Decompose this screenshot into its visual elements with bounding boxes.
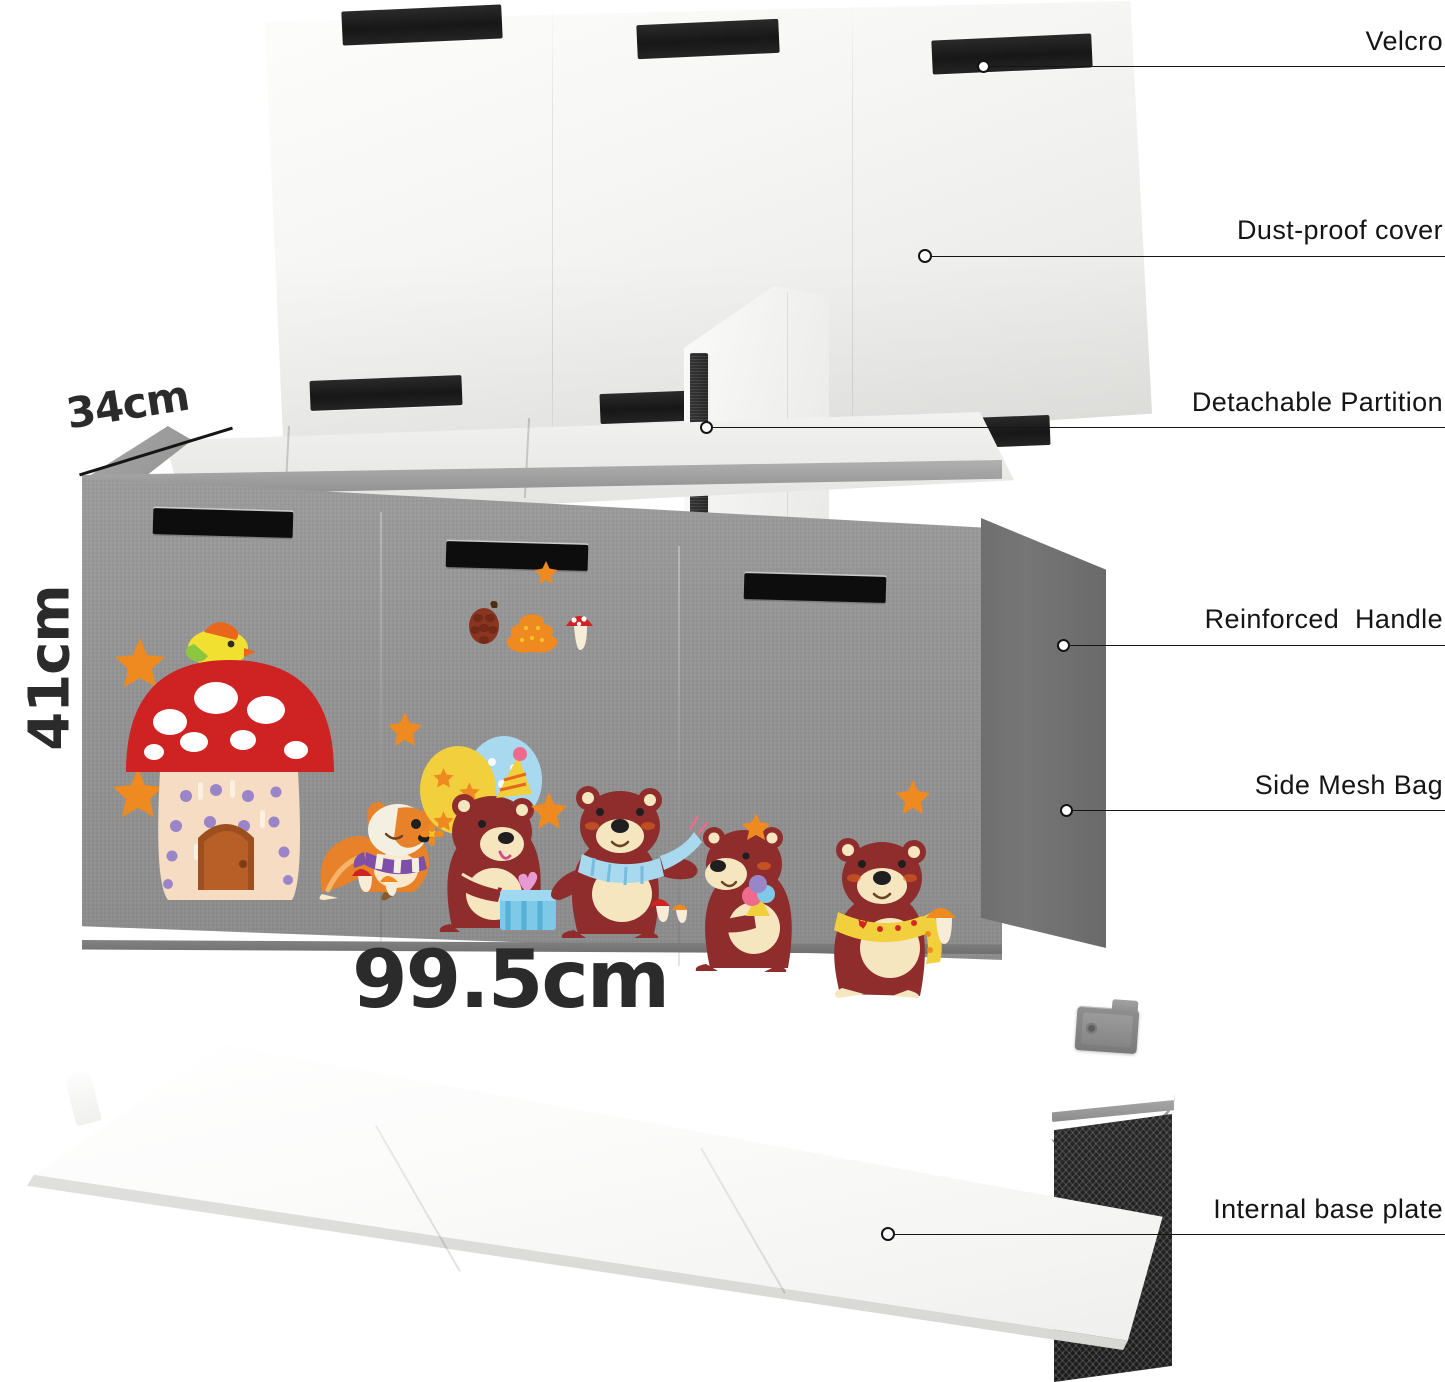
box-front-seam-2 — [678, 546, 680, 966]
partition-ridge — [787, 292, 788, 542]
callout-rule-partition — [1157, 427, 1445, 428]
handle-loop — [1111, 999, 1139, 1015]
callout-label-dust-cover: Dust-proof cover — [1237, 215, 1443, 245]
handle-slot-2 — [445, 541, 589, 571]
artwork-star-5 — [742, 812, 770, 840]
artwork-star-4 — [896, 778, 930, 814]
callout-dot-base-plate — [881, 1227, 895, 1241]
artwork-small-mushroom-mid — [648, 892, 692, 928]
artwork-star-3 — [534, 560, 558, 584]
callout-leader-handle — [1064, 645, 1170, 646]
callout-dot-handle — [1057, 639, 1070, 652]
callout-label-handle: Reinforced Handle — [1204, 604, 1443, 634]
artwork-bear-blue-scarf — [548, 768, 728, 938]
box-front-seam-1 — [380, 512, 382, 952]
callout-rule-handle — [1167, 645, 1445, 646]
callout-leader-dust-cover — [925, 256, 1203, 257]
callout-label-partition: Detachable Partition — [1191, 387, 1443, 417]
callout-dot-velcro — [977, 60, 990, 73]
dust-proof-cover — [252, 0, 1152, 470]
artwork-fox — [314, 772, 444, 901]
artwork-small-mushroom-right — [924, 900, 964, 948]
artwork-star-2 — [530, 790, 568, 829]
velcro-strip-top-3 — [931, 33, 1093, 75]
handle-slot-1 — [152, 508, 294, 538]
base-plate-surface — [33, 1044, 1163, 1341]
callout-rule-mesh-bag — [1231, 810, 1445, 811]
artwork-autumn-trio — [466, 600, 596, 660]
callout-leader-velcro — [983, 66, 1180, 67]
internal-base-plate — [20, 1040, 1180, 1350]
callout-rule-velcro — [1178, 66, 1445, 67]
callout-rule-base-plate — [1166, 1234, 1445, 1235]
callout-label-mesh-bag: Side Mesh Bag — [1254, 770, 1443, 800]
lid-seam-2 — [852, 0, 853, 470]
callout-label-velcro: Velcro — [1365, 26, 1443, 56]
callout-label-base-plate: Internal base plate — [1213, 1194, 1443, 1224]
artwork-star-1 — [388, 710, 422, 746]
artwork-small-mushrooms-left — [350, 862, 410, 904]
callout-leader-base-plate — [889, 1234, 1169, 1235]
velcro-strip-top-1 — [341, 4, 503, 46]
velcro-strip-top-2 — [636, 18, 780, 60]
callout-dot-partition — [700, 421, 713, 434]
artwork-bear-yellow-scarf — [816, 828, 976, 998]
lid-seam-1 — [552, 0, 553, 470]
callout-leader-mesh-bag — [1066, 810, 1234, 811]
dimension-width: 99.5cm — [352, 933, 670, 1026]
callout-rule-dust-cover — [1200, 256, 1445, 257]
callout-leader-partition — [706, 427, 1159, 428]
artwork-bear-party — [396, 732, 626, 932]
handle-slot-3 — [743, 573, 887, 603]
callout-dot-mesh-bag — [1060, 804, 1073, 817]
dimension-height: 41cm — [17, 585, 83, 751]
callout-dot-dust-cover — [918, 249, 932, 263]
artwork-bear-ice-cream — [688, 812, 838, 972]
box-side-panel — [981, 518, 1106, 948]
artwork-mushroom-house-scene — [98, 600, 398, 900]
storage-box — [68, 400, 1180, 1382]
